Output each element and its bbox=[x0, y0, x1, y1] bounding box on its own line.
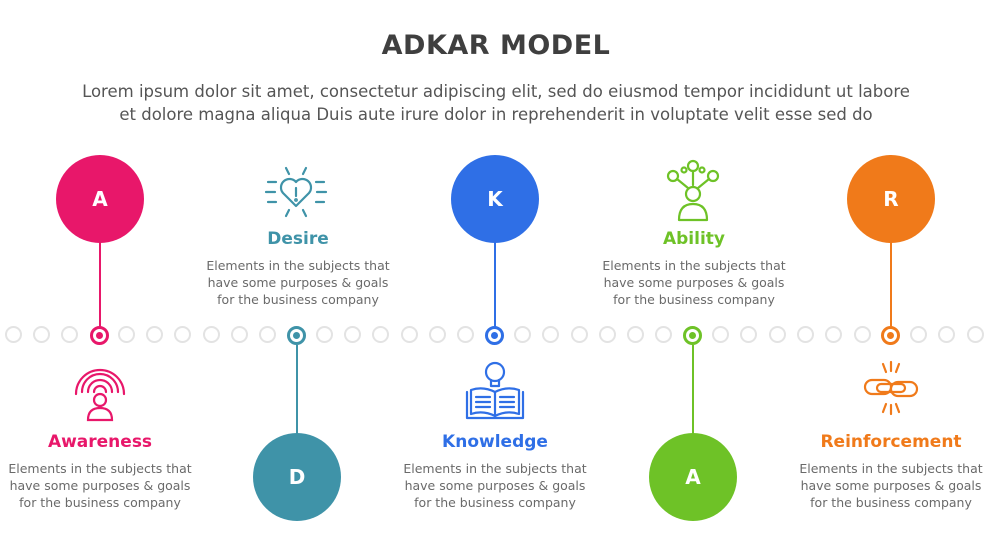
stage-description: Elements in the subjects that have some … bbox=[395, 460, 595, 511]
timeline-dot bbox=[230, 326, 248, 343]
stage-connector-line bbox=[99, 240, 101, 328]
stage-title: Ability bbox=[662, 229, 725, 249]
stage-title: Desire bbox=[267, 229, 329, 249]
stage-description: Elements in the subjects that have some … bbox=[791, 460, 991, 511]
description-line: Elements in the subjects that bbox=[799, 461, 983, 476]
heart-rays-icon bbox=[264, 166, 328, 218]
stage-letter: K bbox=[487, 187, 503, 211]
subtitle: Lorem ipsum dolor sit amet, consectetur … bbox=[30, 80, 962, 126]
stage-connector-line bbox=[692, 345, 694, 440]
stage-description: Elements in the subjects that have some … bbox=[594, 257, 794, 308]
stage-letter-circle: A bbox=[56, 155, 144, 243]
timeline-dot bbox=[966, 326, 984, 343]
timeline-node bbox=[287, 326, 306, 345]
timeline-dot bbox=[768, 326, 786, 343]
description-line: for the business company bbox=[217, 292, 379, 307]
stage-letter-circle: R bbox=[847, 155, 935, 243]
description-line: for the business company bbox=[414, 495, 576, 510]
stage-title: Knowledge bbox=[442, 432, 548, 452]
timeline-dot bbox=[457, 326, 475, 343]
description-line: Elements in the subjects that bbox=[8, 461, 192, 476]
stage-connector-line bbox=[296, 345, 298, 440]
stage-letter-circle: A bbox=[649, 433, 737, 521]
timeline-dot bbox=[655, 326, 673, 343]
radar-person-icon bbox=[74, 368, 126, 422]
open-book-bulb-icon bbox=[465, 361, 525, 420]
stage-description: Elements in the subjects that have some … bbox=[198, 257, 398, 308]
timeline-dot bbox=[32, 326, 50, 343]
timeline-node bbox=[485, 326, 504, 345]
timeline-dot bbox=[712, 326, 729, 343]
stage-letter-circle: K bbox=[451, 155, 539, 243]
stage-letter: A bbox=[685, 465, 701, 489]
stage-title: Reinforcement bbox=[820, 432, 962, 452]
timeline-dot-row bbox=[0, 324, 992, 348]
timeline-node bbox=[683, 326, 702, 345]
timeline-dot bbox=[4, 326, 22, 343]
stage-letter-circle: D bbox=[253, 433, 341, 521]
network-person-icon bbox=[666, 159, 720, 222]
description-line: for the business company bbox=[613, 292, 775, 307]
description-line: Elements in the subjects that bbox=[206, 258, 390, 273]
stage-description: Elements in the subjects that have some … bbox=[0, 460, 200, 511]
timeline-dot bbox=[202, 326, 220, 343]
timeline-dot bbox=[174, 326, 192, 343]
timeline-dot bbox=[372, 326, 390, 343]
timeline-node bbox=[90, 326, 109, 345]
stage-letter: D bbox=[288, 465, 306, 489]
stage-title: Awareness bbox=[47, 432, 153, 452]
timeline-dot bbox=[513, 326, 531, 343]
subtitle-line: et dolore magna aliqua Duis aute irure d… bbox=[119, 105, 873, 124]
subtitle-line: Lorem ipsum dolor sit amet, consectetur … bbox=[82, 82, 910, 101]
description-line: have some purposes & goals bbox=[404, 478, 586, 493]
timeline-dot bbox=[429, 326, 446, 343]
description-line: Elements in the subjects that bbox=[403, 461, 587, 476]
timeline-dot bbox=[825, 326, 843, 343]
description-line: have some purposes & goals bbox=[800, 478, 982, 493]
timeline-dot bbox=[740, 326, 758, 343]
timeline-dot bbox=[796, 326, 814, 343]
timeline-dot bbox=[400, 326, 418, 343]
stage-letter: R bbox=[883, 187, 899, 211]
description-line: for the business company bbox=[810, 495, 972, 510]
stage-connector-line bbox=[890, 240, 892, 328]
timeline-dot bbox=[570, 326, 588, 343]
stage-letter: A bbox=[92, 187, 108, 211]
timeline-dot bbox=[853, 326, 871, 343]
chain-link-icon bbox=[863, 360, 919, 416]
timeline-dot bbox=[259, 326, 277, 343]
timeline-dot bbox=[315, 326, 333, 343]
timeline-dot bbox=[61, 326, 79, 343]
timeline-dot bbox=[938, 326, 956, 343]
page-title: ADKAR MODEL bbox=[381, 30, 611, 61]
description-line: have some purposes & goals bbox=[9, 478, 191, 493]
timeline-node bbox=[881, 326, 900, 345]
timeline-dot bbox=[542, 326, 560, 343]
description-line: have some purposes & goals bbox=[603, 275, 785, 290]
stage-connector-line bbox=[494, 240, 496, 328]
timeline-dot bbox=[117, 326, 135, 343]
timeline-dot bbox=[598, 326, 616, 343]
description-line: Elements in the subjects that bbox=[602, 258, 786, 273]
description-line: for the business company bbox=[19, 495, 181, 510]
timeline-dot bbox=[344, 326, 362, 343]
timeline-dot bbox=[627, 326, 645, 343]
description-line: have some purposes & goals bbox=[207, 275, 389, 290]
timeline-dot bbox=[146, 326, 163, 343]
timeline-dot bbox=[910, 326, 928, 343]
